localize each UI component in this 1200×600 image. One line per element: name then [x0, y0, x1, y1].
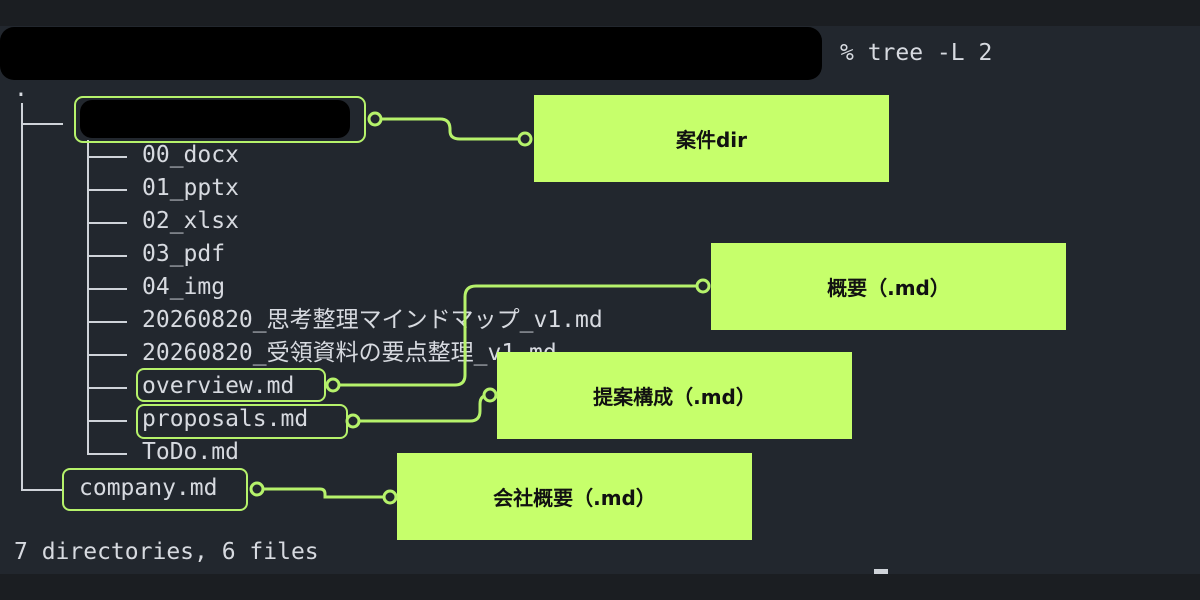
- subtree-trunk-line: [87, 140, 89, 455]
- connector-company: [262, 487, 385, 499]
- subtree-branch-line: [87, 288, 127, 290]
- tree-entry: 00_docx: [142, 142, 239, 168]
- highlight-project-dir: [74, 96, 366, 143]
- subtree-branch-line: [87, 321, 127, 323]
- connector-dot: [345, 413, 361, 429]
- subtree-branch-line: [87, 189, 127, 191]
- terminal-cursor: [874, 569, 888, 574]
- subtree-branch-line: [87, 420, 127, 422]
- tree-trunk-line: [21, 103, 23, 490]
- tree-entry-proposals: proposals.md: [142, 406, 309, 432]
- tree-entry: 03_pdf: [142, 241, 226, 267]
- highlight-proposals: [136, 404, 348, 439]
- connector-dot: [382, 489, 398, 505]
- tree-entry-company: company.md: [79, 475, 218, 501]
- tree-entry: 01_pptx: [142, 175, 239, 201]
- tree-entry: 20260820_受領資料の要点整理_v1.md: [142, 340, 557, 366]
- callout-project-dir: 案件dir: [534, 95, 889, 182]
- subtree-branch-line: [87, 387, 127, 389]
- tree-entry-overview: overview.md: [142, 373, 295, 399]
- connector-dot: [325, 377, 341, 393]
- subtree-branch-line: [87, 354, 127, 356]
- subtree-branch-line: [87, 156, 127, 158]
- highlight-overview: [136, 368, 326, 402]
- subtree-branch-line: [87, 222, 127, 224]
- tree-branch-line: [21, 123, 63, 125]
- tree-entry: 04_img: [142, 274, 226, 300]
- subtree-branch-line: [87, 255, 127, 257]
- redacted-project-dir: [80, 100, 350, 138]
- connector-dot: [249, 481, 265, 497]
- tree-entry-todo: ToDo.md: [142, 439, 239, 465]
- callout-proposals: 提案構成（.md）: [497, 352, 852, 439]
- tree-branch-line: [21, 489, 63, 491]
- connector-dot: [517, 131, 533, 147]
- tree-entry: 02_xlsx: [142, 208, 239, 234]
- highlight-company: [62, 468, 248, 511]
- summary-text: 7 directories, 6 files: [14, 539, 319, 565]
- command-text: % tree -L 2: [840, 40, 993, 66]
- connector-proposals: [358, 393, 490, 423]
- connector-dot: [482, 387, 498, 403]
- tree-root: .: [14, 76, 28, 102]
- connector-project-dir: [380, 117, 520, 141]
- tree-entry: 20260820_思考整理マインドマップ_v1.md: [142, 307, 603, 333]
- connector-dot: [367, 111, 383, 127]
- callout-company: 会社概要（.md）: [397, 453, 752, 540]
- top-bar: [0, 0, 1200, 26]
- connector-dot: [695, 278, 711, 294]
- callout-overview: 概要（.md）: [711, 243, 1066, 330]
- bottom-bar: [0, 574, 1200, 600]
- redacted-prompt: [0, 27, 822, 80]
- subtree-branch-line: [87, 453, 127, 455]
